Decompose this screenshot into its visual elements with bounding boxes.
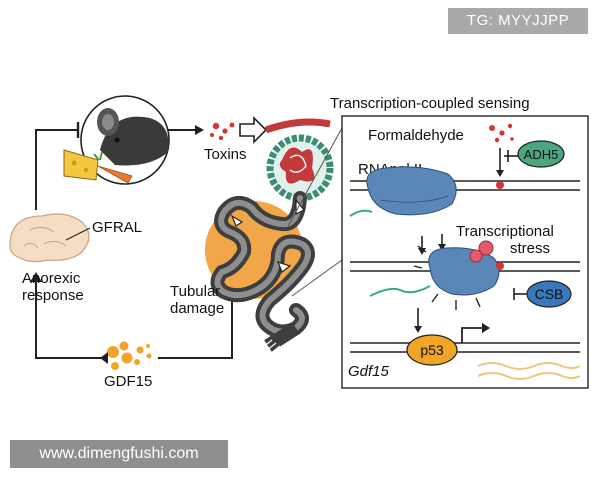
loop-left-line (35, 275, 108, 359)
tubular-damage-label-1: Tubular (170, 283, 220, 300)
stress-rays (413, 245, 481, 310)
gdf15-gene-label: Gdf15 (348, 363, 390, 380)
stress-signal-1 (478, 240, 494, 256)
feedback-loop (35, 129, 233, 359)
hollow-arrow-2 (276, 261, 292, 273)
loop-top-line (35, 129, 78, 210)
arrowhead-gdf15-left (100, 352, 108, 364)
arrowhead-up-anorexic (30, 272, 42, 282)
formaldehyde-dots (489, 123, 514, 143)
brain-illustration (9, 213, 90, 263)
formaldehyde-label: Formaldehyde (368, 127, 464, 144)
toxin-dots (210, 122, 235, 141)
zoom-line-bottom (291, 259, 343, 297)
blood-vessel (264, 118, 331, 134)
transcriptional-stress-label-1: Transcriptional (456, 223, 554, 240)
loop-bottom-line (158, 300, 233, 359)
gfral-label: GFRAL (92, 219, 142, 236)
hollow-arrow-toxins-in (239, 116, 268, 144)
arrowhead-formaldehyde (496, 170, 504, 177)
rnapol-1 (366, 166, 457, 216)
arrowhead-toxins (195, 125, 204, 135)
p53-label: p53 (420, 342, 444, 358)
gdf15-dots (107, 341, 152, 370)
promoter-arrow (461, 327, 484, 343)
mrna-1 (349, 209, 373, 217)
adh5-node (517, 140, 565, 168)
dna-lesion-2 (496, 262, 504, 270)
glomerulus-capillary (279, 147, 315, 184)
p53-node (406, 334, 458, 366)
stress-signal-2 (469, 249, 483, 263)
arrowhead-promoter (482, 323, 490, 333)
watermark-top: TG: MYYJJPP (448, 8, 588, 34)
csb-node (526, 280, 572, 308)
watermark-bottom: www.dimengfushi.com (10, 440, 228, 468)
gdf15-secreted-label: GDF15 (104, 373, 152, 390)
hollow-arrow-1 (230, 214, 244, 227)
dna-strand-3 (350, 342, 580, 353)
anorexic-label-2: response (22, 287, 84, 304)
gfral-pointer (65, 227, 91, 241)
arrowhead-down-2 (438, 244, 446, 251)
mrna-2 (369, 285, 431, 297)
tubular-damage-label-2: damage (170, 300, 224, 317)
adh5-label: ADH5 (524, 147, 559, 162)
dna-lesion-1 (496, 181, 504, 189)
toxins-label: Toxins (204, 146, 247, 163)
mouse-illustration (63, 95, 170, 185)
arrowhead-p53 (414, 326, 422, 333)
panel-header: Transcription-coupled sensing (330, 95, 530, 112)
zoom-line-top (287, 127, 343, 227)
collecting-duct (264, 322, 300, 352)
transcriptional-stress-label-2: stress (510, 240, 550, 257)
anorexic-label-1: Anorexic (22, 270, 81, 287)
csb-label: CSB (535, 286, 564, 302)
gdf15-mrna (477, 362, 581, 380)
